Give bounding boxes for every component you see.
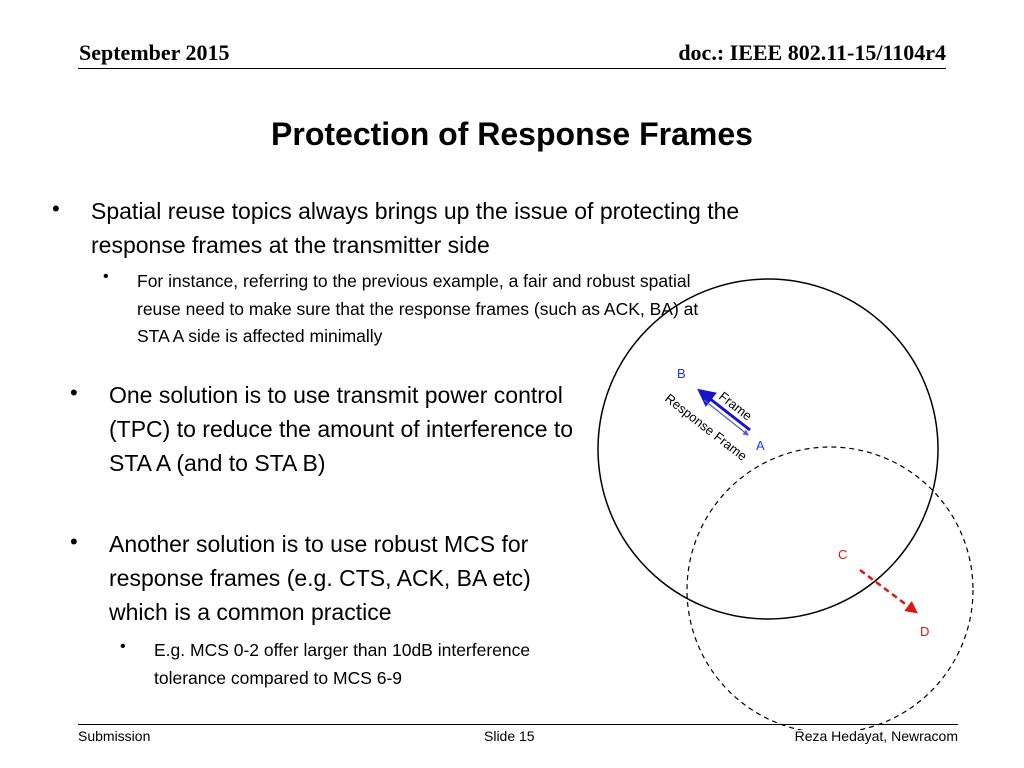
- bullet-marker: •: [52, 196, 60, 221]
- bullet-marker: •: [120, 638, 126, 655]
- frame-arrow: [697, 388, 751, 432]
- slide-title: Protection of Response Frames: [271, 116, 753, 152]
- header-divider: [78, 68, 946, 69]
- sta-c-label: C: [838, 547, 847, 562]
- header-date: September 2015: [79, 40, 230, 65]
- response-frame-arrow: [703, 399, 749, 436]
- subbullet-text: For instance, referring to the previous …: [137, 271, 699, 346]
- bullet-marker: •: [70, 380, 78, 405]
- bullet-text: Spatial reuse topics always brings up th…: [91, 198, 740, 258]
- sta-b-label: B: [677, 366, 686, 381]
- header-doc-id: doc.: IEEE 802.11-15/1104r4: [678, 40, 946, 65]
- coverage-diagram: B A C D Frame Response Frame: [597, 278, 974, 730]
- footer-submission: Submission: [78, 728, 151, 744]
- sta-a-label: A: [756, 438, 765, 453]
- footer-divider: [78, 724, 958, 725]
- footer-slide-number: Slide 15: [484, 728, 535, 744]
- bullet-marker: •: [70, 529, 78, 554]
- interference-arrow: [859, 569, 918, 614]
- footer-author: Reza Hedayat, Newracom: [794, 728, 958, 744]
- coverage-circle-cd: [686, 446, 974, 730]
- bullet-marker: •: [103, 268, 109, 285]
- sta-d-label: D: [920, 624, 929, 639]
- bullet-text: Another solution is to use robust MCS fo…: [109, 531, 531, 625]
- bullet-text: One solution is to use transmit power co…: [109, 382, 574, 476]
- subbullet-text: E.g. MCS 0-2 offer larger than 10dB inte…: [154, 640, 531, 688]
- coverage-circle-ab: [597, 278, 939, 620]
